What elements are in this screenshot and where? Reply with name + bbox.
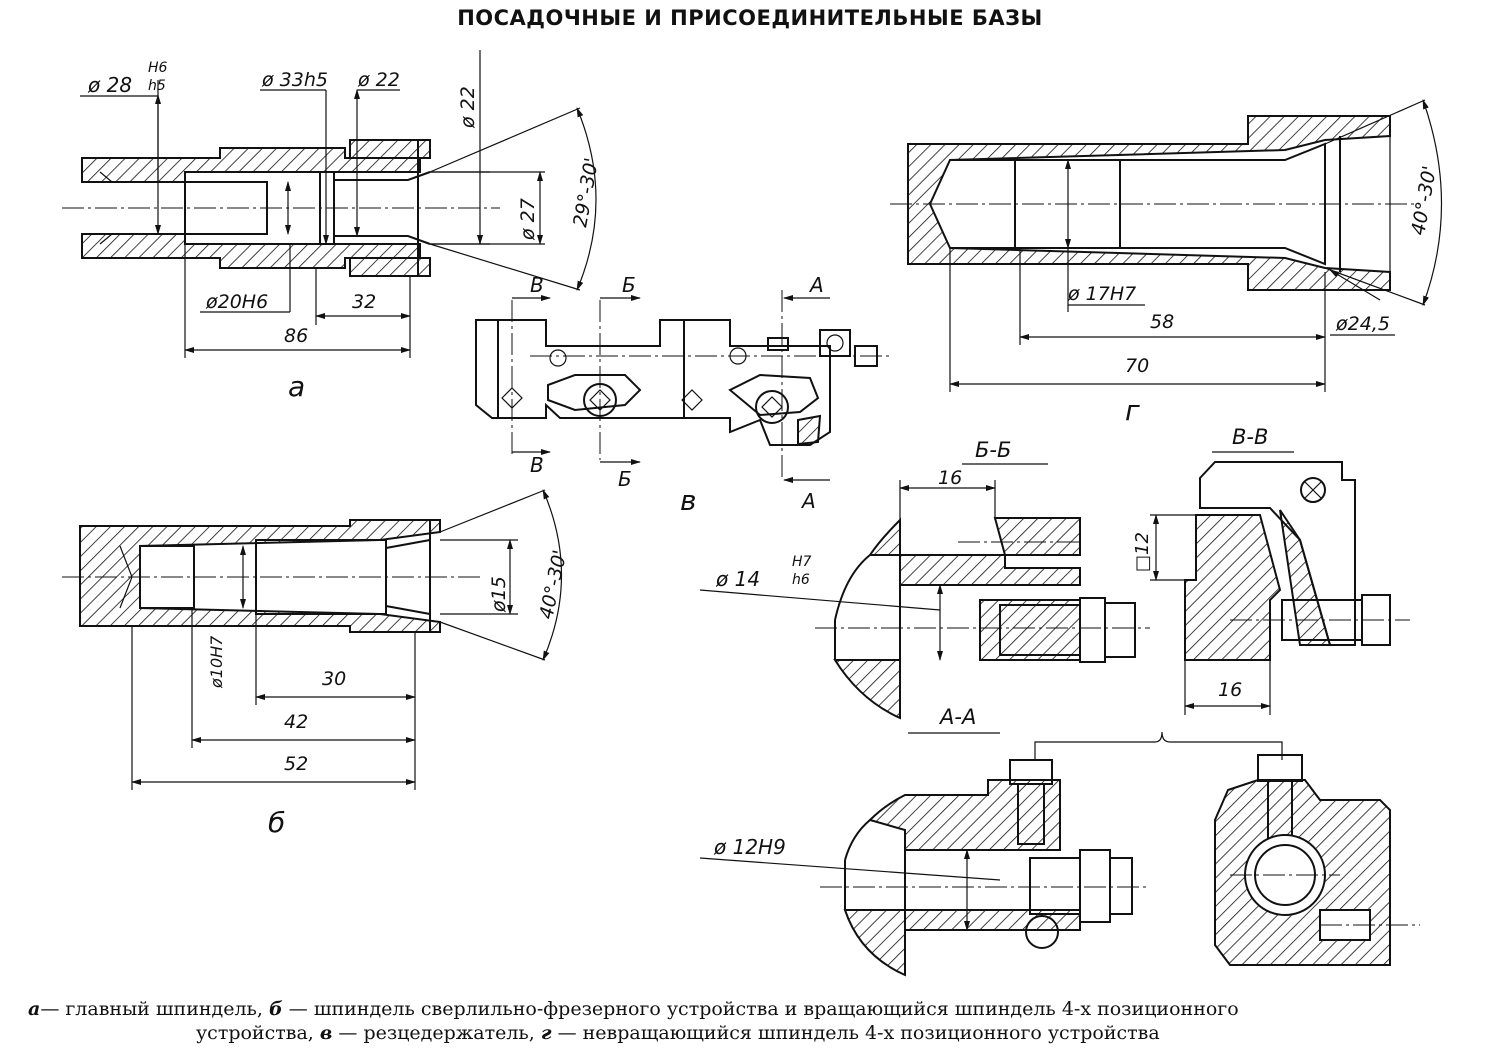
- caption-text-a: — главный шпиндель,: [40, 998, 263, 1020]
- dim-d22-vertical: ø 22: [457, 86, 479, 129]
- caption-key-a: а: [28, 998, 41, 1020]
- section-mark-v-bottom: В: [530, 453, 544, 477]
- section-vv: В-В □12 16: [1132, 425, 1410, 715]
- caption-key-b: б: [269, 998, 283, 1020]
- caption-key-v: в: [319, 1022, 333, 1044]
- dim-d245: ø24,5: [1335, 313, 1390, 335]
- dim-len32: 32: [352, 291, 376, 313]
- section-mark-b-bottom: Б: [618, 467, 632, 491]
- section-bb-dim16: 16: [938, 467, 962, 489]
- section-mark-v-top: В: [530, 273, 544, 297]
- view-a-label: a: [288, 370, 305, 403]
- section-mark-a-bottom: А: [800, 489, 816, 513]
- section-bb-d14: ø 14: [715, 567, 760, 591]
- section-bb-d14-fit-bottom: h6: [792, 572, 810, 588]
- caption-text-pre: устройства,: [196, 1022, 314, 1044]
- dim-len70: 70: [1125, 355, 1149, 377]
- section-bb: Б-Б 16 ø 14 H7 h6: [699, 438, 1150, 720]
- dim-d27: ø 27: [517, 198, 539, 241]
- caption-line-1: а— главный шпиндель, б — шпиндель сверли…: [28, 997, 1239, 1021]
- caption-text-v: — резцедержатель,: [338, 1022, 535, 1044]
- dim-d28-fit-top: H6: [148, 60, 168, 76]
- view-b-label: б: [268, 806, 285, 839]
- page-title: ПОСАДОЧНЫЕ И ПРИСОЕДИНИТЕЛЬНЫЕ БАЗЫ: [457, 6, 1043, 30]
- section-aa-title: А-А: [938, 705, 976, 729]
- caption-text-g: — невращающийся шпиндель 4-х позиционног…: [557, 1022, 1160, 1044]
- section-bb-title: Б-Б: [975, 438, 1011, 462]
- dim-len42: 42: [284, 711, 308, 733]
- caption-key-g: г: [540, 1022, 552, 1044]
- section-mark-a-top: А: [808, 273, 824, 297]
- dim-angle-g: 40°-30': [1407, 164, 1441, 237]
- view-b-drilling-spindle: ø15 40°-30' ø10H7 30 42 52 б: [62, 489, 571, 839]
- dim-len86: 86: [284, 325, 308, 347]
- dim-d17: ø 17H7: [1067, 283, 1136, 305]
- section-vv-dim12: □12: [1132, 532, 1153, 572]
- dim-d15: ø15: [488, 576, 510, 613]
- section-vv-title: В-В: [1232, 425, 1268, 449]
- dim-len52: 52: [284, 753, 308, 775]
- section-aa: А-А ø 12H9: [699, 705, 1420, 977]
- caption-line-2: устройства, в — резцедержатель, г — невр…: [196, 1021, 1160, 1045]
- dim-d28-fit-bottom: h5: [148, 78, 166, 94]
- dim-d33: ø 33h5: [261, 69, 328, 91]
- dim-len30: 30: [322, 668, 346, 690]
- dim-angle-a: 29°-30': [569, 156, 603, 229]
- dim-d22-top: ø 22: [357, 69, 400, 91]
- section-mark-b-top: Б: [622, 273, 636, 297]
- dim-len58: 58: [1150, 311, 1174, 333]
- dim-d28: ø 28: [87, 73, 132, 97]
- view-g-fixed-spindle: ø 17H7 40°-30' ø24,5 58 70 г: [890, 99, 1443, 427]
- dim-d20: ø20H6: [205, 291, 268, 313]
- view-v-tool-holder: В В Б Б А А в: [475, 273, 890, 517]
- view-a-main-spindle: ø 28 H6 h5 ø 33h5 ø 22 ø 22 ø 27 29°-30'…: [62, 50, 603, 403]
- dim-angle-b: 40°-30': [535, 548, 571, 621]
- view-g-label: г: [1125, 394, 1140, 427]
- dim-d10: ø10H7: [207, 635, 226, 689]
- view-v-label: в: [680, 484, 697, 517]
- caption-text-b: — шпиндель сверлильно-фрезерного устройс…: [288, 998, 1239, 1020]
- section-aa-d12: ø 12H9: [713, 835, 786, 859]
- section-bb-d14-fit-top: H7: [792, 554, 812, 570]
- section-vv-dim16: 16: [1218, 679, 1242, 701]
